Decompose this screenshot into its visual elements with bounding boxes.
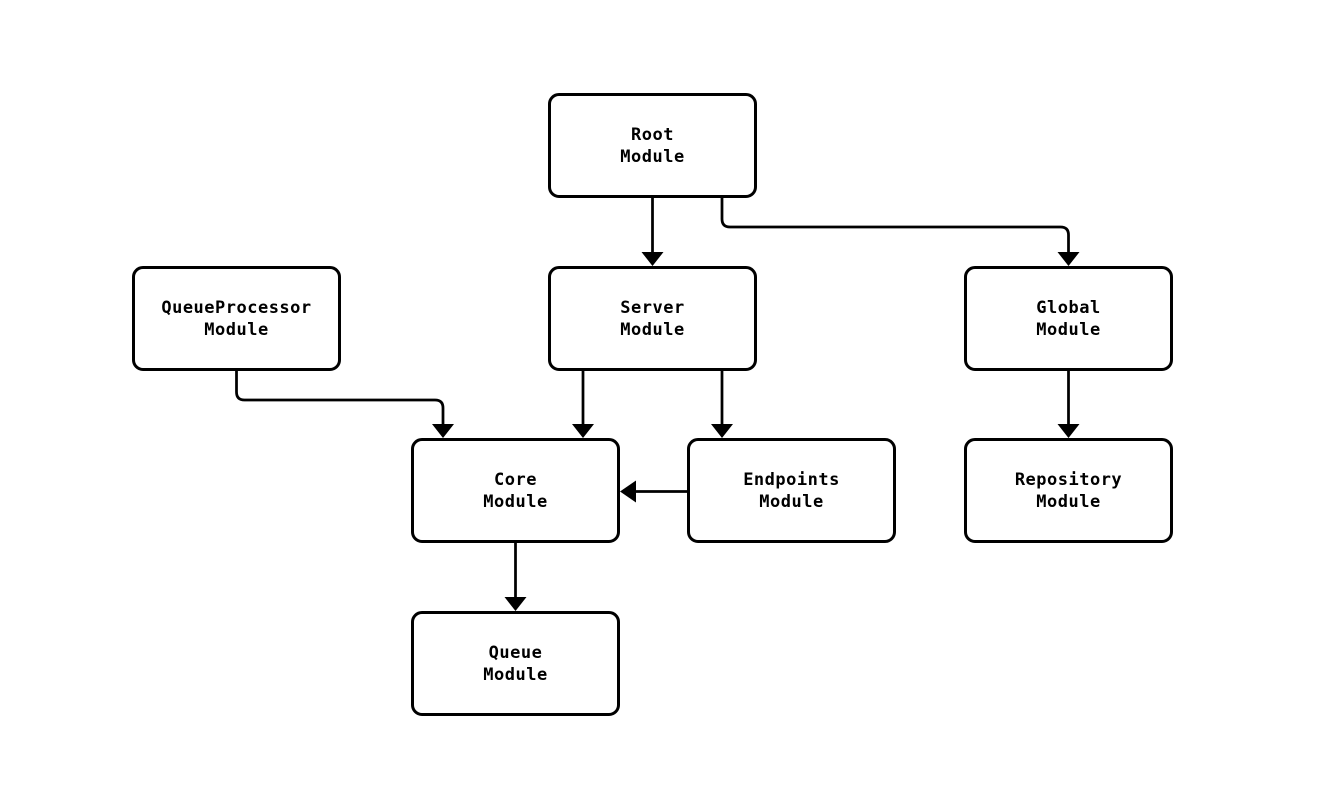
edge-root-to-server	[641, 196, 664, 266]
node-queueprocessor-module: QueueProcessor Module	[132, 266, 341, 371]
node-server-module: Server Module	[548, 266, 757, 371]
edge-server-to-core	[572, 369, 594, 438]
node-label: Core Module	[483, 469, 548, 512]
node-label: QueueProcessor Module	[161, 297, 312, 340]
edge-core-to-queue	[504, 541, 527, 611]
node-global-module: Global Module	[964, 266, 1173, 371]
node-label: Server Module	[620, 297, 685, 340]
node-label: Repository Module	[1014, 469, 1123, 512]
edge-server-to-endpoints	[711, 369, 733, 438]
node-label: Endpoints Module	[743, 469, 840, 512]
node-core-module: Core Module	[411, 438, 620, 543]
node-endpoints-module: Endpoints Module	[687, 438, 896, 543]
node-root-module: Root Module	[548, 93, 757, 198]
edge-root-to-global	[720, 196, 1080, 266]
edge-global-to-repository	[1057, 369, 1080, 438]
edge-endpoints-to-core	[620, 480, 689, 503]
edge-queueprocessor-to-core	[235, 369, 454, 438]
node-queue-module: Queue Module	[411, 611, 620, 716]
node-label: Global Module	[1036, 297, 1101, 340]
node-label: Queue Module	[483, 642, 548, 685]
node-label: Root Module	[620, 124, 685, 167]
node-repository-module: Repository Module	[964, 438, 1173, 543]
